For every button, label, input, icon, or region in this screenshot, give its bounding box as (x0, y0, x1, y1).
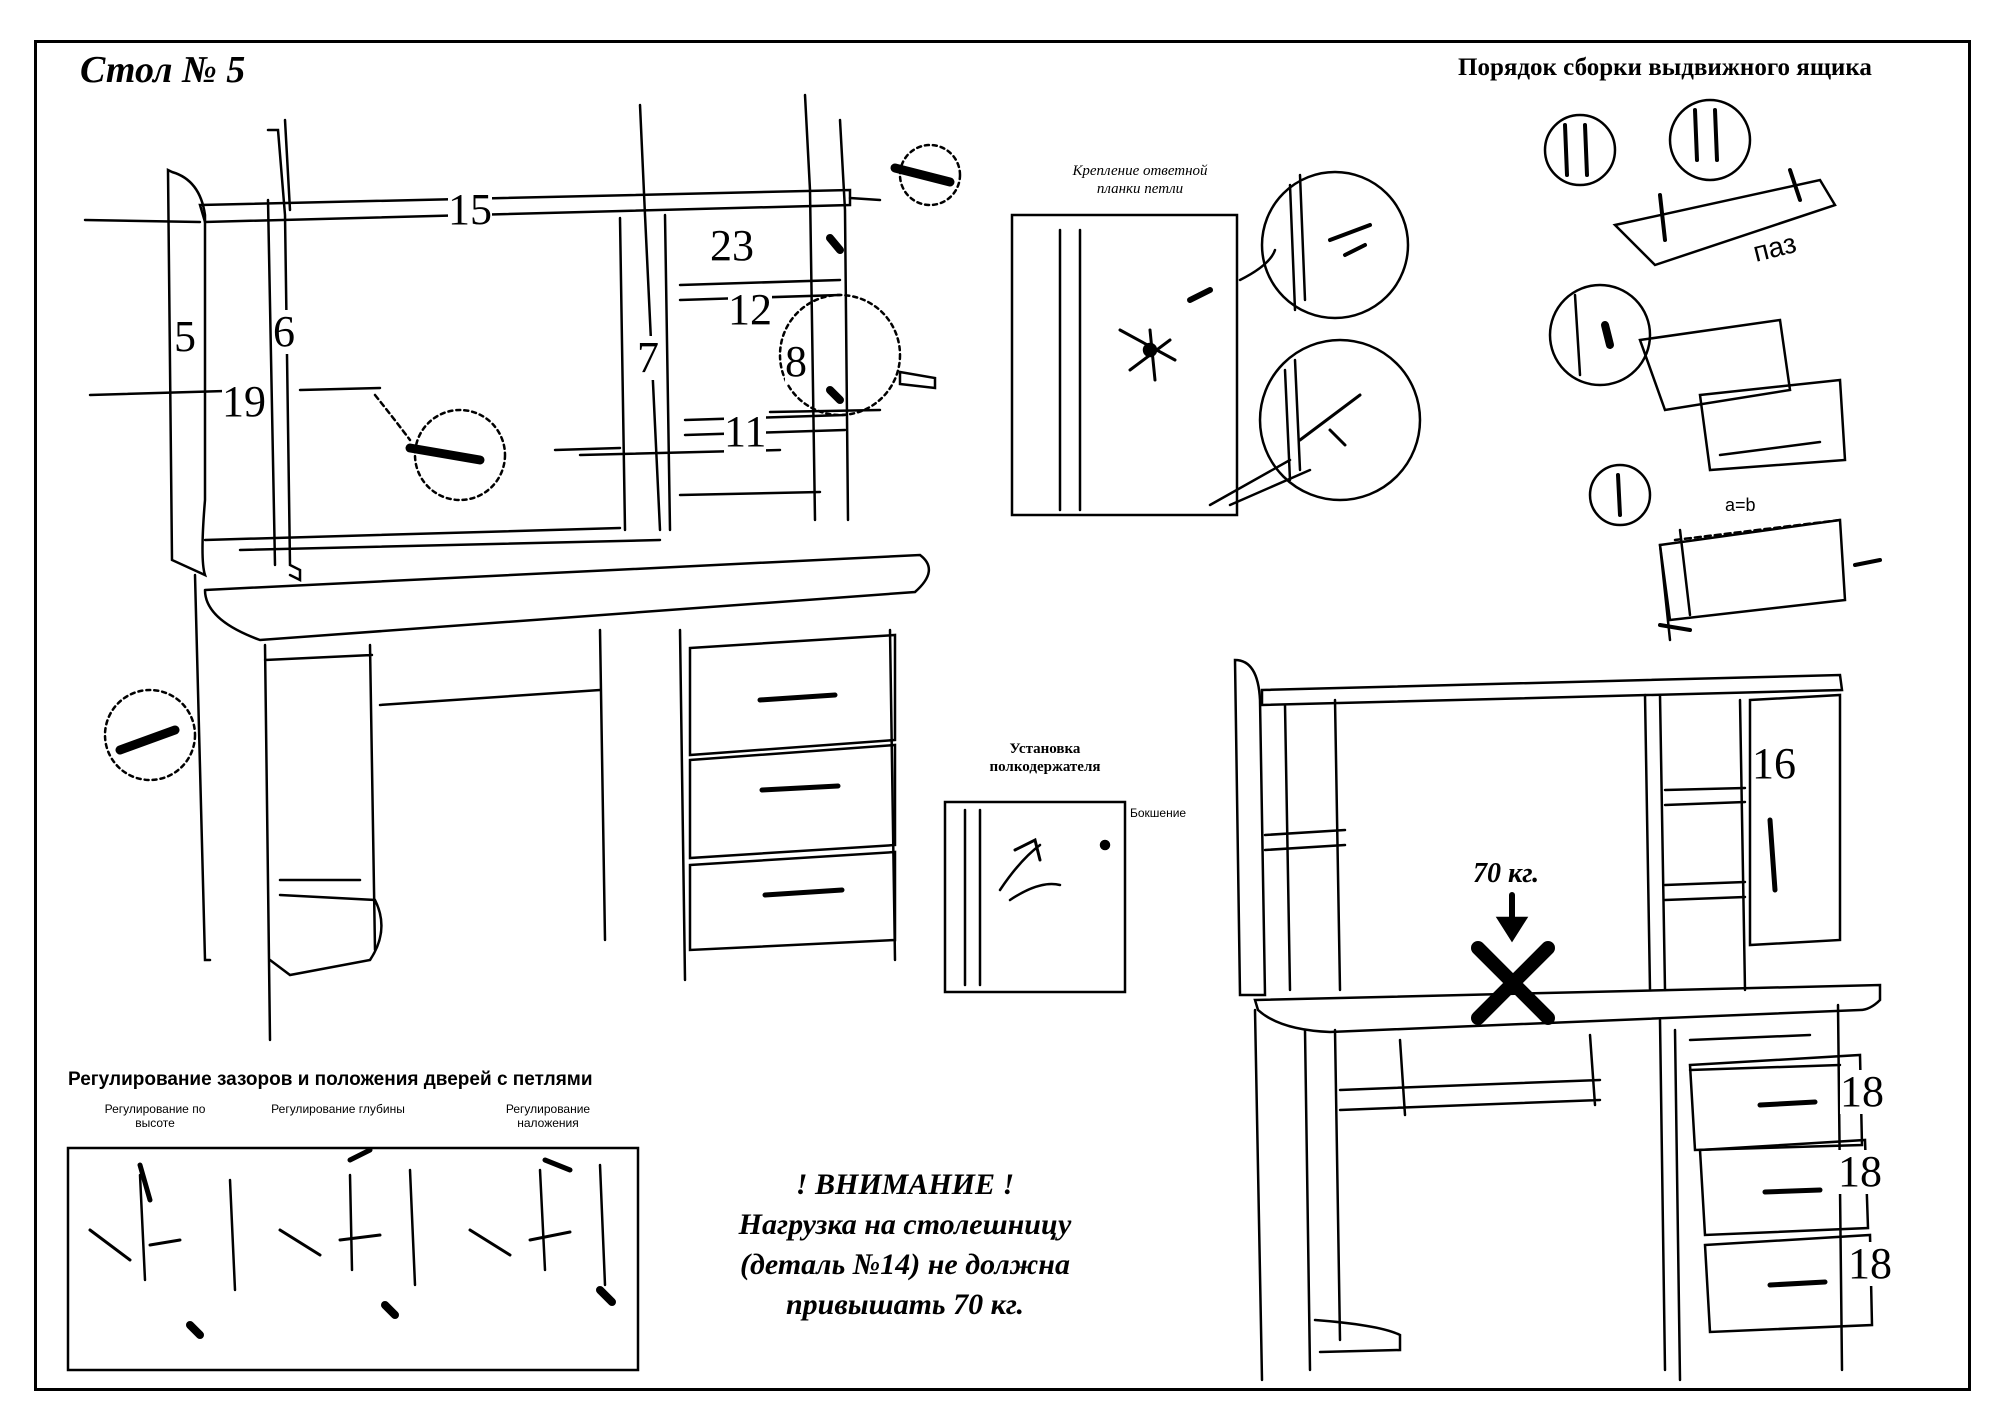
part-number-19: 19 (222, 377, 266, 426)
load-warning: ! ВНИМАНИЕ ! Нагрузка на столешницу (дет… (738, 1168, 1072, 1321)
door-adjustment-title: Регулирование зазоров и положения дверей… (68, 1069, 593, 1090)
shelf-holder-tag: Бокшение (1130, 806, 1187, 820)
part-number-5: 5 (174, 312, 196, 361)
equal-distance-label: a=b (1725, 495, 1756, 515)
door-adjustment-box (66, 1146, 640, 1372)
part-number-11: 11 (724, 407, 767, 456)
shelf-holder-detail (943, 800, 1127, 994)
part-number-15: 15 (448, 185, 492, 234)
part-number-18-middle: 18 (1838, 1147, 1882, 1196)
part-number-7: 7 (637, 333, 659, 382)
part-number-23: 23 (710, 221, 754, 270)
part-number-12: 12 (728, 285, 772, 334)
hinge-mount-caption: Крепление ответной планки петли (1072, 163, 1208, 197)
part-number-8: 8 (785, 337, 807, 386)
drawer-assembly-steps (1543, 98, 1882, 642)
adjust-depth-caption: Регулирование глубины (271, 1102, 405, 1116)
part-number-16: 16 (1752, 739, 1796, 788)
adjust-height-caption: Регулирование по высоте (104, 1102, 206, 1130)
assembled-desk (1233, 658, 1882, 1382)
page-title: Стол № 5 (80, 49, 246, 91)
load-limit-label: 70 кг. (1473, 858, 1540, 889)
part-number-18-bottom: 18 (1848, 1239, 1892, 1288)
shelf-holder-caption: Установка полкодержателя (989, 741, 1101, 775)
part-number-6: 6 (273, 307, 295, 356)
exploded-desk (83, 93, 962, 1042)
part-number-18-top: 18 (1840, 1067, 1884, 1116)
hinge-bracket-detail (1010, 170, 1422, 517)
drawer-assembly-title: Порядок сборки выдвижного ящика (1458, 54, 1872, 81)
sheet-border (34, 40, 1971, 1391)
adjust-overlay-caption: Регулирование наложения (505, 1102, 591, 1130)
